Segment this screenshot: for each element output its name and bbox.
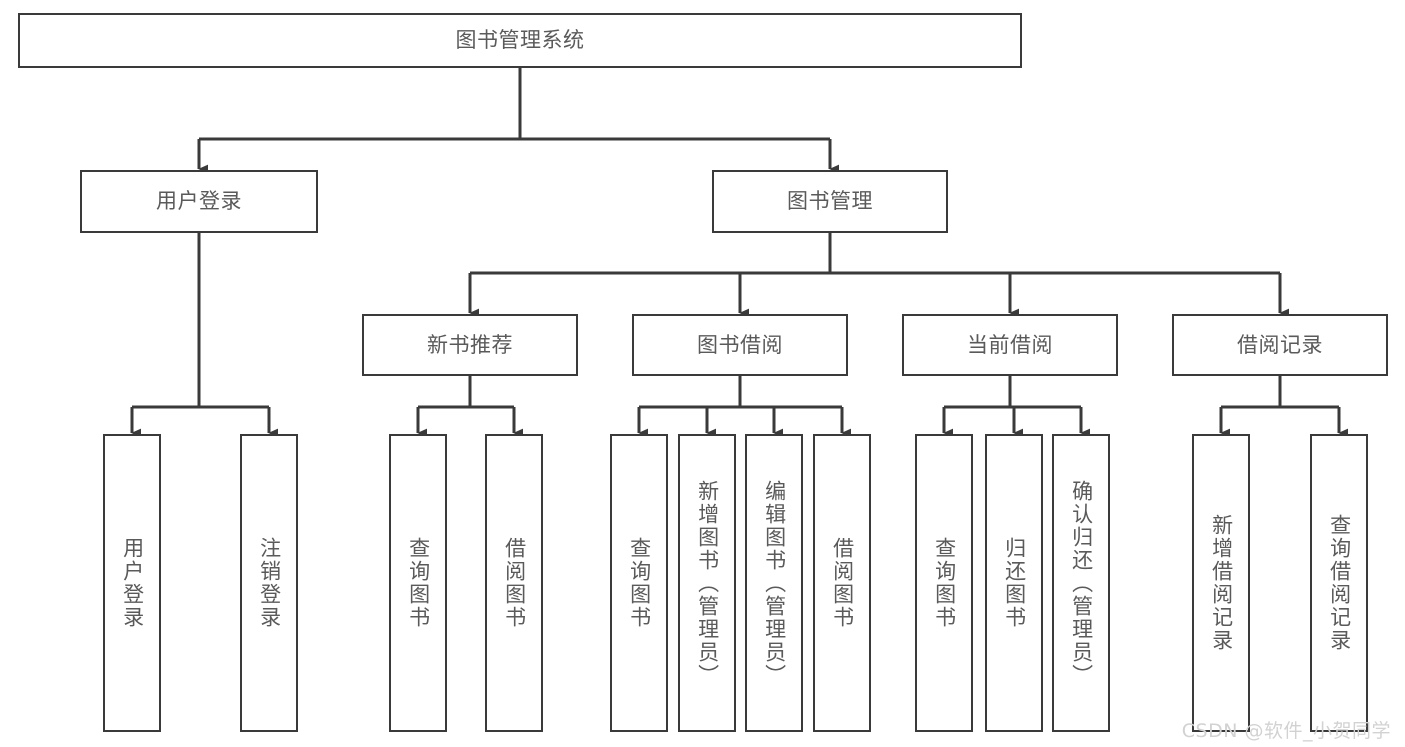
- node-root[interactable]: 图书管理系统: [18, 13, 1022, 68]
- leaf-current-confirm-return[interactable]: 确认归还（管理员）: [1052, 434, 1110, 732]
- leaf-user-logout[interactable]: 注销登录: [240, 434, 298, 732]
- leaf-current-return-book-label: 归还图书: [1002, 537, 1027, 629]
- leaf-borrow-query-book[interactable]: 查询图书: [610, 434, 668, 732]
- node-root-label: 图书管理系统: [455, 28, 585, 53]
- leaf-recommend-borrow-book-label: 借阅图书: [502, 537, 527, 629]
- node-current-borrow[interactable]: 当前借阅: [902, 314, 1118, 376]
- leaf-borrow-query-book-label: 查询图书: [627, 537, 652, 629]
- leaf-recommend-query-book[interactable]: 查询图书: [389, 434, 447, 732]
- node-new-book-recommend[interactable]: 新书推荐: [362, 314, 578, 376]
- leaf-borrow-add-book-label: 新增图书（管理员）: [695, 479, 720, 687]
- leaf-borrow-edit-book[interactable]: 编辑图书（管理员）: [745, 434, 803, 732]
- node-user-login[interactable]: 用户登录: [80, 170, 318, 233]
- node-borrow-record-label: 借阅记录: [1237, 332, 1323, 357]
- node-current-borrow-label: 当前借阅: [967, 332, 1053, 357]
- leaf-borrow-borrow-book[interactable]: 借阅图书: [813, 434, 871, 732]
- leaf-user-logout-label: 注销登录: [257, 537, 282, 629]
- node-borrow-record[interactable]: 借阅记录: [1172, 314, 1388, 376]
- node-book-management[interactable]: 图书管理: [712, 170, 948, 233]
- leaf-record-query-record[interactable]: 查询借阅记录: [1310, 434, 1368, 732]
- leaf-current-query-book-label: 查询图书: [932, 537, 957, 629]
- leaf-record-add-record[interactable]: 新增借阅记录: [1192, 434, 1250, 732]
- leaf-borrow-borrow-book-label: 借阅图书: [830, 537, 855, 629]
- leaf-record-add-record-label: 新增借阅记录: [1209, 514, 1234, 652]
- leaf-current-query-book[interactable]: 查询图书: [915, 434, 973, 732]
- node-book-borrow-label: 图书借阅: [697, 332, 783, 357]
- node-new-book-recommend-label: 新书推荐: [427, 332, 513, 357]
- leaf-user-login-label: 用户登录: [120, 537, 145, 629]
- node-book-management-label: 图书管理: [787, 189, 873, 214]
- leaf-borrow-edit-book-label: 编辑图书（管理员）: [762, 479, 787, 687]
- node-user-login-label: 用户登录: [156, 189, 242, 214]
- leaf-user-login[interactable]: 用户登录: [103, 434, 161, 732]
- leaf-record-query-record-label: 查询借阅记录: [1327, 514, 1352, 652]
- leaf-current-confirm-return-label: 确认归还（管理员）: [1069, 479, 1094, 687]
- edges: [130, 68, 1349, 438]
- leaf-borrow-add-book[interactable]: 新增图书（管理员）: [678, 434, 736, 732]
- leaf-recommend-query-book-label: 查询图书: [406, 537, 431, 629]
- node-book-borrow[interactable]: 图书借阅: [632, 314, 848, 376]
- leaf-current-return-book[interactable]: 归还图书: [985, 434, 1043, 732]
- leaf-recommend-borrow-book[interactable]: 借阅图书: [485, 434, 543, 732]
- watermark: CSDN @软件_小贺同学: [1181, 720, 1391, 742]
